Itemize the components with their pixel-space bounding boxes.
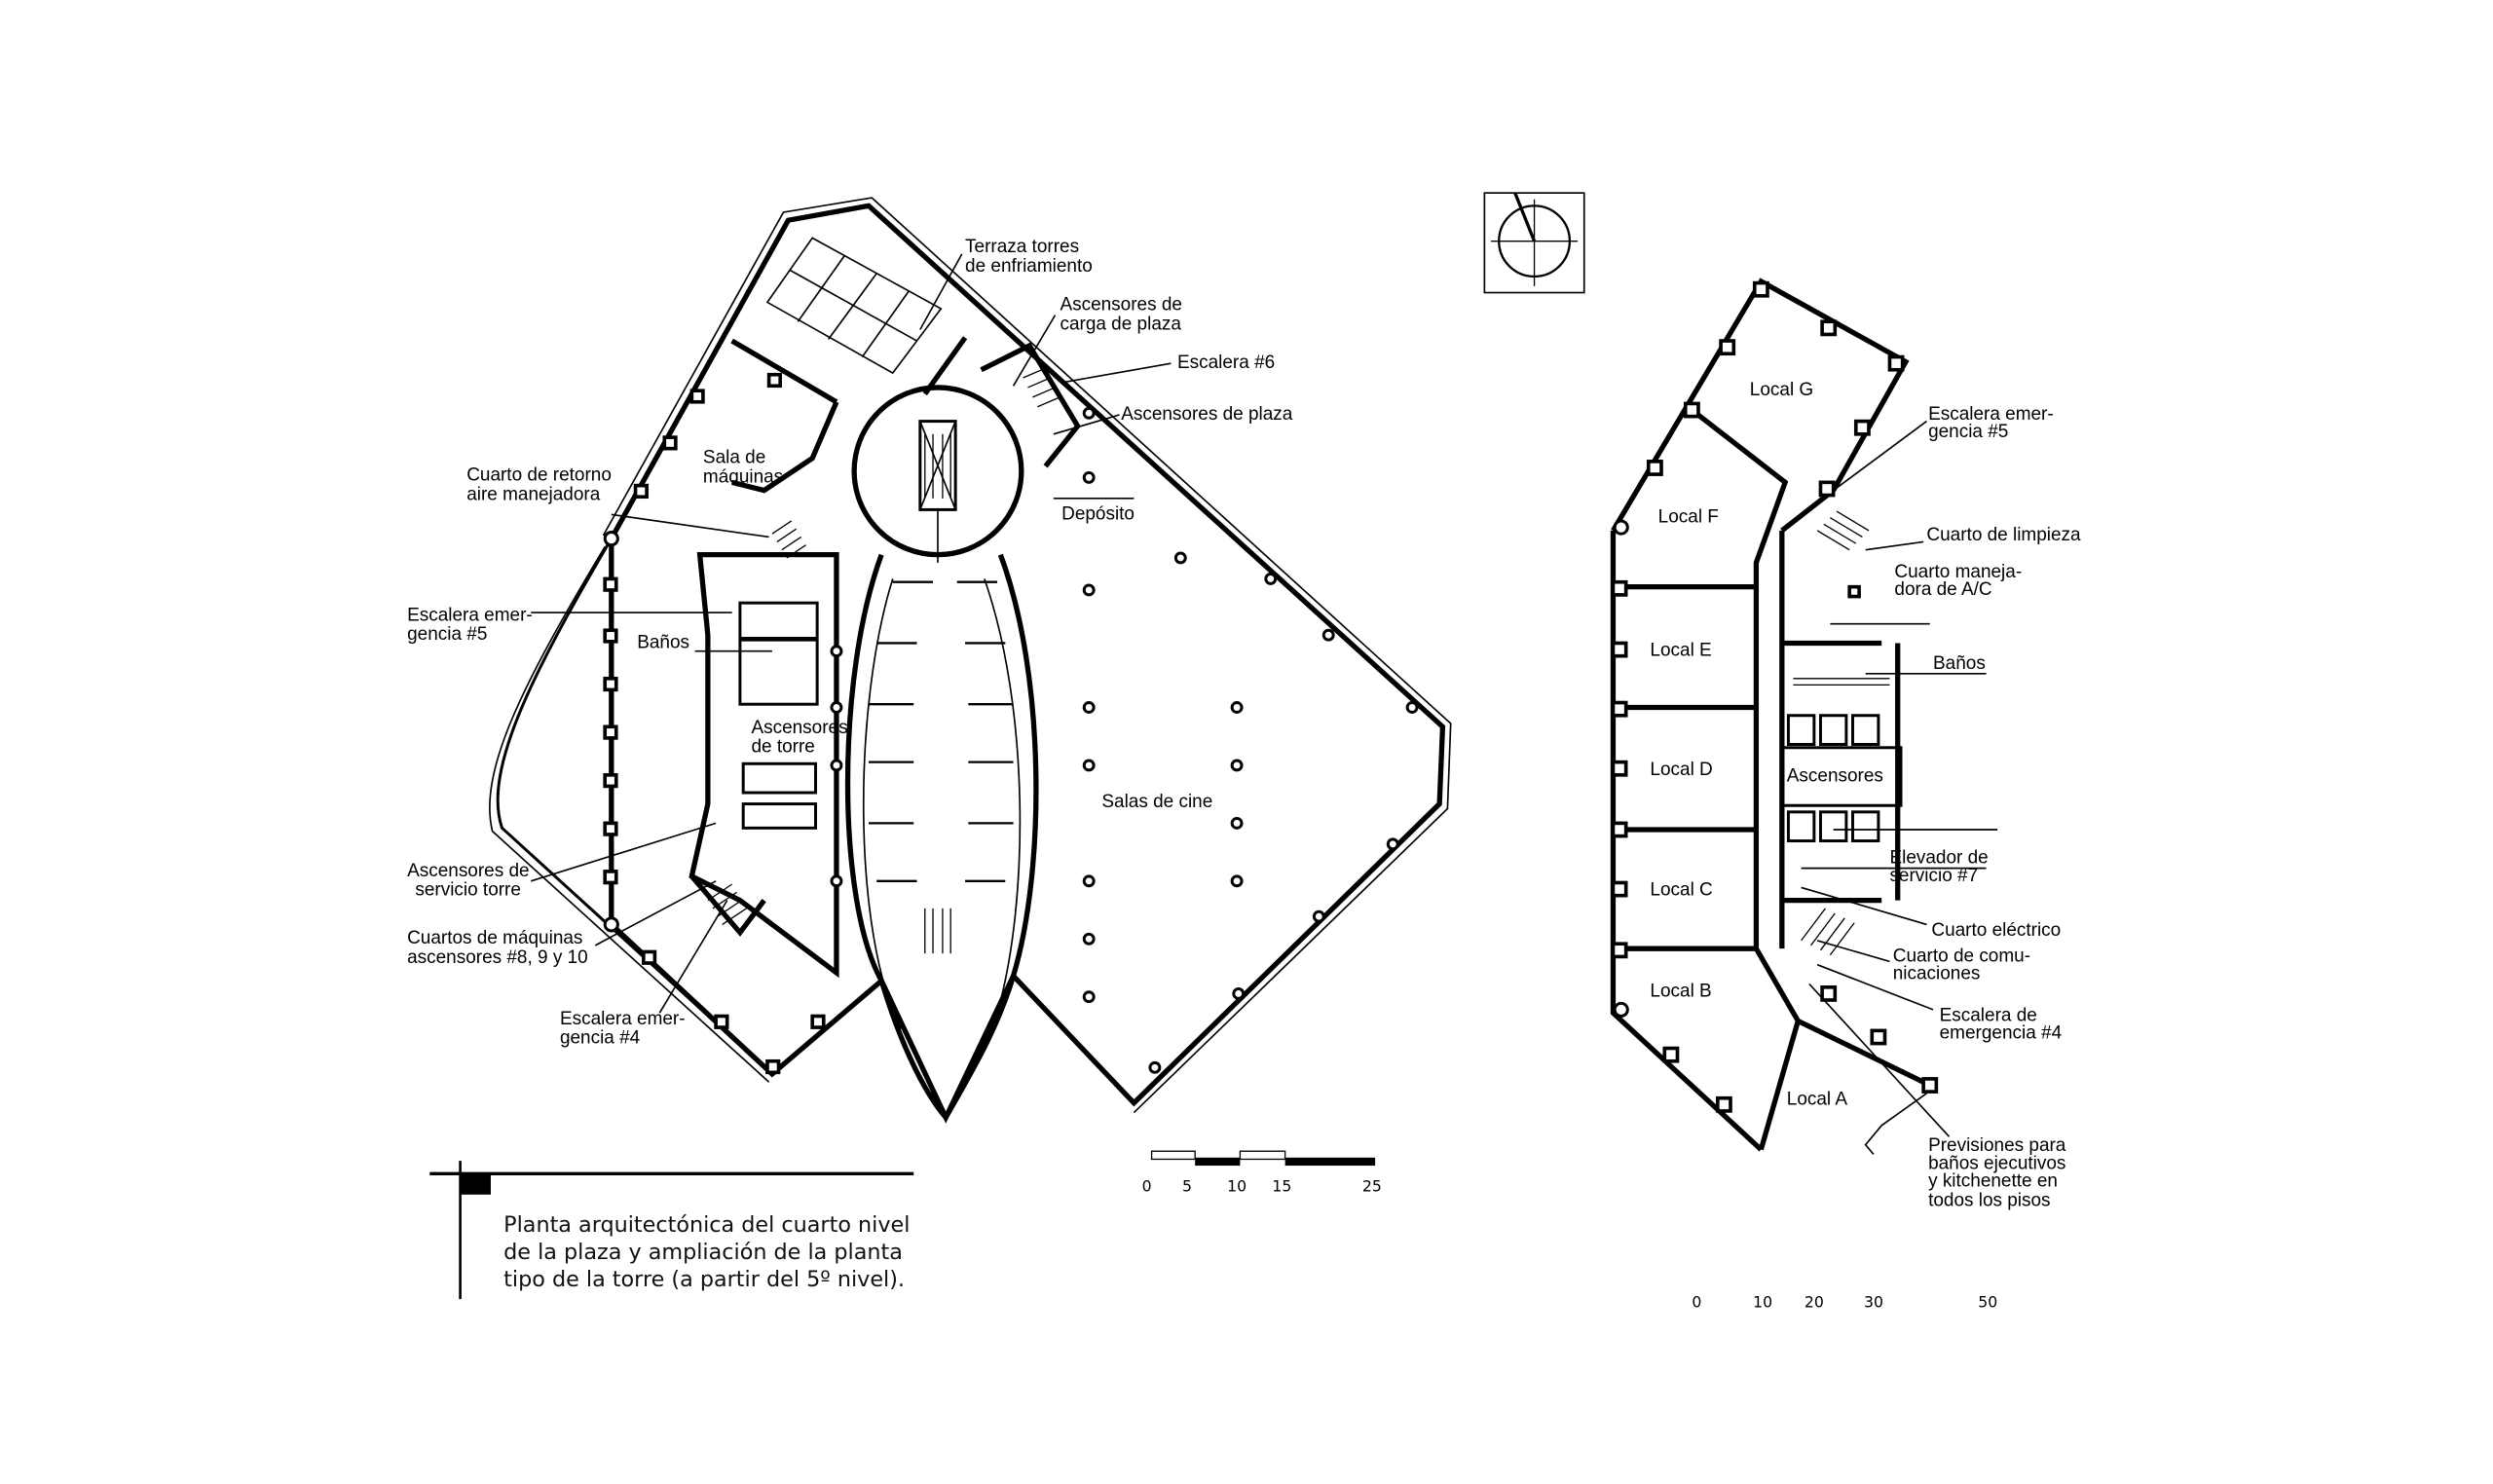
label-ascensores-servicio-2: servicio torre [415,880,521,901]
label-escalera-4: Escalera emer- [560,1009,686,1029]
label-local-d: Local D [1650,760,1712,780]
label-escalera-5-2: gencia #5 [407,624,487,645]
label-local-b: Local B [1650,982,1711,1002]
cooling-tower-grid [765,237,943,375]
scale-tick: 5 [1182,1176,1192,1195]
plaza-floor-plan: Terraza torres de enfriamiento Ascensore… [407,197,1452,1195]
north-arrow-icon [1483,192,1585,294]
label-escalera-4-2: gencia #4 [560,1028,640,1049]
caption-block: Planta arquitectónica del cuarto nivel d… [429,1161,914,1300]
scale-tick: 50 [1978,1292,1997,1311]
scale-tick: 0 [1692,1292,1701,1311]
tower-leader-lines [1801,420,1998,1137]
west-curved-facade [496,538,773,1076]
caption-line: tipo de la torre (a partir del 5º nivel)… [503,1267,905,1292]
label-manejadora: Cuarto maneja- [1894,562,2022,582]
label-terraza: Terraza torres [965,237,1079,257]
label-previsiones-3: y kitchenette en [1928,1171,2058,1192]
label-banos: Baños [637,632,689,652]
caption-line: de la plaza y ampliación de la planta [503,1240,903,1265]
scale-tick: 30 [1864,1292,1883,1311]
label-escalera-5-2: gencia #5 [1928,422,2008,442]
label-escalera-4-2: emergencia #4 [1940,1023,2062,1044]
label-escalera-5: Escalera emer- [407,605,533,625]
label-comunicaciones: Cuarto de comu- [1893,946,2030,966]
scale-tick: 10 [1753,1292,1772,1311]
scale-tick: 15 [1272,1176,1291,1195]
label-previsiones: Previsiones para [1928,1135,2066,1156]
caption-line: Planta arquitectónica del cuarto nivel [503,1212,910,1238]
label-deposito: Depósito [1061,503,1135,524]
label-elevador-servicio-2: servicio #7 [1889,866,1978,886]
tower-columns [1611,280,1939,1113]
tower-scale: 0 10 20 30 50 [1692,1292,1997,1311]
label-escalera-4: Escalera de [1940,1005,2037,1025]
label-local-g: Local G [1750,380,1813,400]
label-previsiones-4: todos los pisos [1928,1190,2050,1210]
label-elevador-servicio: Elevador de [1889,848,1988,869]
label-local-e: Local E [1650,641,1711,661]
label-cuarto-retorno-2: aire manejadora [466,485,601,505]
label-escalera-5: Escalera emer- [1928,404,2054,425]
label-sala-maquinas-2: máquinas [703,466,783,487]
cinema-oval [844,553,1039,1123]
plaza-scale-bar: 0 5 10 15 25 [1142,1150,1382,1195]
label-cuarto-retorno: Cuarto de retorno [466,465,612,486]
scale-tick: 0 [1142,1176,1152,1195]
label-ascensores-torre-2: de torre [751,737,814,758]
label-terraza-2: de enfriamiento [965,256,1093,277]
tower-labels: Local G Local F Local E Local D Local C … [1650,380,2081,1210]
stair-hatching [1793,510,1890,956]
label-cuartos-maquinas: Cuartos de máquinas [407,928,582,948]
stair-hatching [707,367,1060,954]
label-local-f: Local F [1658,507,1719,528]
label-cuartos-maquinas-2: ascensores #8, 9 y 10 [407,947,588,968]
label-cuarto-electrico: Cuarto eléctrico [1931,920,2061,941]
perimeter-columns [603,372,1419,1075]
label-ascensores-plaza: Ascensores de plaza [1121,404,1293,425]
label-ascensores-carga-2: carga de plaza [1060,314,1181,334]
label-previsiones-2: baños ejecutivos [1928,1153,2065,1173]
plaza-labels: Terraza torres de enfriamiento Ascensore… [407,237,1293,1048]
leader-lines [530,253,1172,1014]
label-banos: Baños [1933,653,1986,674]
cinema-seating [868,580,1014,882]
label-ascensores-torre: Ascensores [751,718,847,738]
label-ascensores-carga: Ascensores de [1060,295,1181,315]
label-sala-maquinas: Sala de [703,448,765,468]
scale-tick: 25 [1362,1176,1382,1195]
tower-typical-floor-plan: Local G Local F Local E Local D Local C … [1610,278,2081,1311]
label-cuarto-limpieza: Cuarto de limpieza [1926,525,2081,545]
label-manejadora-2: dora de A/C [1894,579,1991,600]
label-local-c: Local C [1650,880,1712,901]
scale-tick: 20 [1805,1292,1824,1311]
label-ascensores-core: Ascensores [1787,765,1883,786]
label-local-a: Local A [1787,1089,1848,1109]
label-escalera-6: Escalera #6 [1177,352,1275,373]
scale-tick: 10 [1227,1176,1246,1195]
label-comunicaciones-2: nicaciones [1893,964,1981,984]
label-ascensores-servicio: Ascensores de [407,861,529,881]
label-salas-cine: Salas de cine [1101,792,1212,812]
